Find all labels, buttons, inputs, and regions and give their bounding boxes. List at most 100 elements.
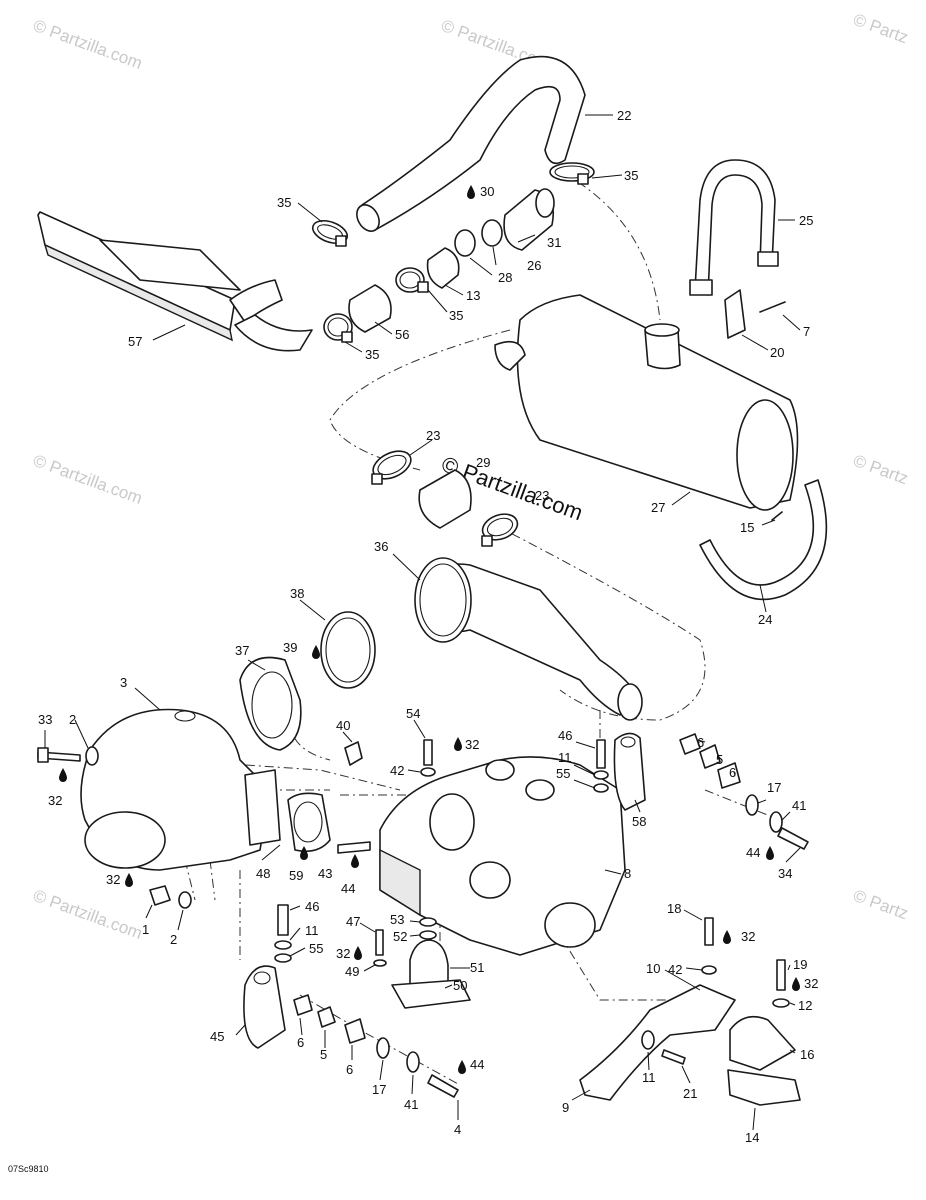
nut-part-1 <box>149 885 171 906</box>
hose-end <box>356 204 380 232</box>
sealant-drop-icon <box>125 873 133 887</box>
bolt-head <box>37 747 49 763</box>
muffler-strap-part-25 <box>694 159 776 296</box>
callout-41: 41 <box>404 1097 418 1112</box>
callout-28: 28 <box>498 270 512 285</box>
engine-plug <box>485 759 515 781</box>
watermark: © Partzilla.com <box>31 16 145 73</box>
callout-33: 33 <box>38 712 52 727</box>
sleeve-part-56 <box>348 284 392 333</box>
screw-part-15 <box>771 511 783 521</box>
callout-32: 32 <box>106 872 120 887</box>
sealant-drop-icon <box>723 930 731 944</box>
spacer-part-5 <box>317 1006 336 1028</box>
engine-pto <box>544 902 596 948</box>
callout-35: 35 <box>365 347 379 362</box>
washer-part-42 <box>420 767 436 777</box>
hose-clamp-icon <box>371 450 412 485</box>
callout-42: 42 <box>390 763 404 778</box>
callout-50: 50 <box>453 978 467 993</box>
callout-13: 13 <box>466 288 480 303</box>
pipe-side <box>43 243 233 342</box>
callout-23: 23 <box>426 428 440 443</box>
callout-53: 53 <box>390 912 404 927</box>
strap-tab <box>689 279 713 296</box>
callout-11: 11 <box>642 1070 656 1085</box>
o-ring-part-30 <box>454 229 476 257</box>
callout-2: 2 <box>170 932 177 947</box>
callout-32: 32 <box>336 946 350 961</box>
watermark: © Partz <box>851 886 911 923</box>
watermark: © Partzilla.com <box>31 451 145 508</box>
callout-35: 35 <box>624 168 638 183</box>
callout-46: 46 <box>558 728 572 743</box>
callout-26: 26 <box>527 258 541 273</box>
bolt-icon <box>375 929 384 956</box>
callout-35: 35 <box>449 308 463 323</box>
bracket-part-9 <box>579 984 736 1101</box>
sealant-drop-icon <box>467 185 475 199</box>
callout-2: 2 <box>69 712 76 727</box>
callout-44: 44 <box>746 845 760 860</box>
bracket-part-20 <box>724 289 746 339</box>
gasket-inner <box>325 617 371 683</box>
sealant-drop-icon <box>59 768 67 782</box>
outlet-rim <box>644 323 680 337</box>
muffler-outlet <box>644 329 681 370</box>
callout-35: 35 <box>277 195 291 210</box>
watermark: © Partz <box>851 451 911 488</box>
washer-part-41 <box>406 1051 420 1073</box>
callout-49: 49 <box>345 964 359 979</box>
manifold-flange <box>244 769 281 846</box>
callout-labels: 22 35 35 30 31 26 28 13 35 56 35 57 25 7… <box>38 108 818 1145</box>
bushing-part-6 <box>717 762 741 789</box>
lower-strap-part-24 <box>699 479 828 601</box>
callout-34: 34 <box>778 866 792 881</box>
callout-21: 21 <box>683 1086 697 1101</box>
washer-part-55 <box>593 783 609 793</box>
washer-part-12 <box>772 998 790 1008</box>
bushing-part-6 <box>293 994 313 1016</box>
callout-57: 57 <box>128 334 142 349</box>
callout-9: 9 <box>562 1100 569 1115</box>
bushing-part-6 <box>679 733 701 755</box>
callout-32: 32 <box>804 976 818 991</box>
callout-6: 6 <box>729 765 736 780</box>
sealant-drop-icon <box>766 846 774 860</box>
callout-6: 6 <box>697 735 704 750</box>
callout-32: 32 <box>465 737 479 752</box>
callout-58: 58 <box>632 814 646 829</box>
fitting-end <box>535 188 555 218</box>
callout-25: 25 <box>799 213 813 228</box>
callout-38: 38 <box>290 586 304 601</box>
washer-part-49 <box>373 959 387 967</box>
hose-clamp-icon <box>395 267 429 293</box>
callout-5: 5 <box>716 752 723 767</box>
callout-59: 59 <box>289 868 303 883</box>
callout-41: 41 <box>792 798 806 813</box>
engine-mount-part-45 <box>243 965 286 1049</box>
engine-side <box>379 848 421 917</box>
hose-clamp-icon <box>323 313 353 343</box>
sealant-drop-icon <box>351 854 359 868</box>
washer-part-11 <box>641 1030 655 1050</box>
callout-46: 46 <box>305 899 319 914</box>
bolt-icon <box>427 1074 459 1098</box>
callout-44: 44 <box>470 1057 484 1072</box>
washer-part-2 <box>85 746 99 766</box>
callout-55: 55 <box>309 941 323 956</box>
muffler-inlet <box>494 340 526 371</box>
callout-5: 5 <box>320 1047 327 1062</box>
callout-10: 10 <box>646 961 660 976</box>
washer-part-52 <box>419 930 437 940</box>
callout-44: 44 <box>341 881 355 896</box>
pipe-outlet <box>617 683 643 721</box>
bolt-icon <box>423 739 433 766</box>
pipe-flange-inner <box>419 563 467 637</box>
callout-14: 14 <box>745 1130 759 1145</box>
callout-1: 1 <box>142 922 149 937</box>
washer-part-17 <box>745 794 759 816</box>
muffler-part-27 <box>516 294 799 509</box>
callout-31: 31 <box>547 235 561 250</box>
